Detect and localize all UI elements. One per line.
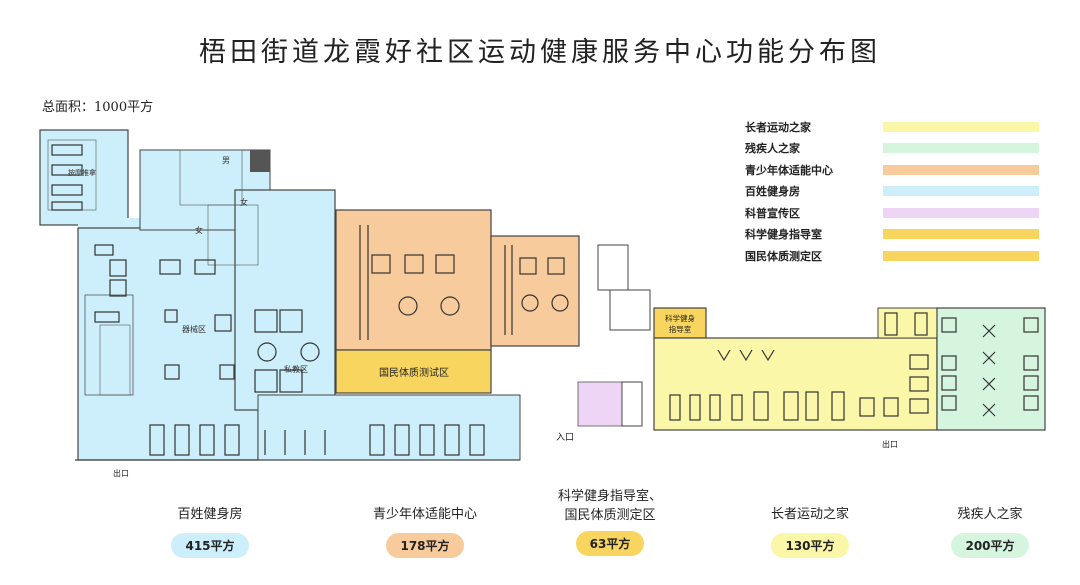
testing-zone-label: 国民体质测试区 — [379, 366, 449, 379]
legend-label: 科普宣传区 — [745, 206, 800, 220]
summary-label: 青少年体适能中心 — [372, 507, 477, 522]
summary-youth: 青少年体适能中心 178平方 — [350, 505, 500, 558]
elderly-equipment — [669, 312, 929, 421]
private-coach-zone-label: 私教区 — [284, 364, 308, 374]
legend-swatch — [883, 229, 1039, 240]
exit-left-label: 出口 — [113, 468, 129, 478]
guidance-room-label-1: 科学健身 — [665, 313, 695, 323]
legend-item-science-promo: 科普宣传区 — [745, 202, 1045, 224]
legend-label: 长者运动之家 — [745, 120, 811, 134]
area-badge: 63平方 — [575, 531, 645, 556]
summary-guidance-testing: 科学健身指导室、 国民体质测定区 63平方 — [535, 487, 685, 556]
summary-label-2: 国民体质测定区 — [564, 508, 656, 523]
summary-public-gym: 百姓健身房 415平方 — [145, 505, 275, 558]
legend-label: 科学健身指导室 — [745, 228, 822, 242]
legend-label: 青少年体适能中心 — [745, 163, 833, 177]
massage-room-label: 按摩推拿 — [68, 168, 96, 177]
legend-swatch — [883, 186, 1039, 197]
legend-item-testing: 国民体质测定区 — [745, 245, 1045, 267]
zone-elderly — [653, 307, 938, 431]
area-badge: 200平方 — [951, 533, 1029, 558]
small-rooms — [597, 244, 651, 331]
female-room-label: 女 — [240, 197, 248, 207]
guidance-room-label-2: 指导室 — [669, 324, 692, 334]
female-room-label-2: 女 — [195, 225, 203, 235]
summary-label: 科学健身指导室、 — [557, 489, 662, 504]
zone-science-promo — [577, 381, 623, 427]
public-gym-equipment — [51, 144, 485, 456]
legend-label: 残疾人之家 — [745, 142, 800, 156]
legend-item-guidance: 科学健身指导室 — [745, 224, 1045, 246]
legend-item-public-gym: 百姓健身房 — [745, 181, 1045, 203]
area-badge: 415平方 — [171, 533, 249, 558]
legend-item-elderly: 长者运动之家 — [745, 116, 1045, 138]
legend-label: 国民体质测定区 — [745, 249, 822, 263]
youth-equipment — [359, 225, 569, 340]
exit-right-label: 出口 — [882, 439, 898, 449]
zone-testing — [335, 349, 492, 394]
summary-label: 残疾人之家 — [957, 507, 1023, 522]
legend-swatch — [883, 250, 1039, 261]
equipment-zone-label: 器械区 — [182, 324, 206, 334]
legend-label: 百姓健身房 — [745, 185, 800, 199]
legend-swatch — [883, 164, 1039, 175]
total-area-label: 总面积：1000平方 — [42, 100, 154, 115]
summary-elderly: 长者运动之家 130平方 — [745, 505, 875, 558]
legend-swatch — [883, 207, 1039, 218]
zone-youth-fitness — [335, 209, 580, 351]
disabled-equipment — [941, 317, 1039, 417]
legend-item-youth: 青少年体适能中心 — [745, 159, 1045, 181]
summary-label: 百姓健身房 — [177, 507, 243, 522]
legend: 长者运动之家 残疾人之家 青少年体适能中心 百姓健身房 科普宣传区 科学健身指导… — [745, 116, 1045, 267]
page-title: 梧田街道龙霞好社区运动健康服务中心功能分布图 — [199, 37, 881, 68]
zone-public-gym — [39, 129, 521, 461]
legend-item-disabled: 残疾人之家 — [745, 138, 1045, 160]
entrance-label: 入口 — [556, 432, 574, 443]
area-badge: 178平方 — [386, 533, 464, 558]
male-room-label: 男 — [222, 156, 230, 165]
legend-swatch — [883, 121, 1039, 132]
legend-swatch — [883, 143, 1039, 154]
summary-label: 长者运动之家 — [770, 507, 849, 522]
summary-disabled: 残疾人之家 200平方 — [935, 505, 1045, 558]
area-badge: 130平方 — [771, 533, 849, 558]
